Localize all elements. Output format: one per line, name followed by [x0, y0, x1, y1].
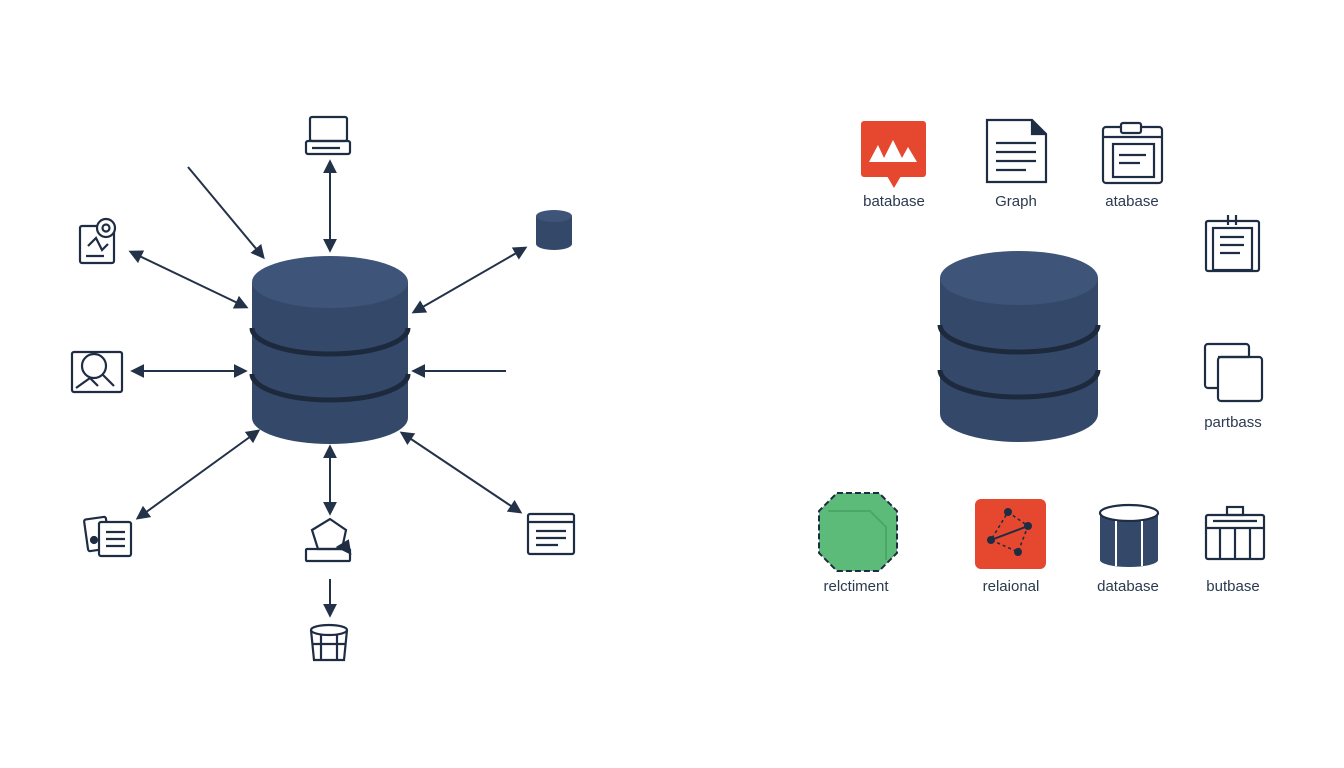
left-hub — [70, 115, 576, 662]
arrow-top-left — [187, 166, 265, 260]
settings-document-icon — [78, 217, 117, 265]
computer-icon — [304, 115, 352, 156]
label-bottom-row-3: database — [1097, 578, 1159, 595]
label-side-column-2: partbass — [1204, 414, 1262, 431]
arrow-lower-right — [399, 431, 523, 514]
right-central-database-icon — [937, 251, 1101, 442]
documents-icon — [83, 515, 133, 558]
right-panel — [818, 118, 1266, 572]
database-small-icon — [1098, 503, 1160, 567]
building-icon — [1204, 505, 1266, 561]
folder-document-icon — [526, 512, 576, 556]
green-cube-icon — [818, 492, 898, 572]
drum-icon — [309, 623, 349, 662]
label-top-row-2: Graph — [995, 193, 1037, 210]
label-top-row-1: batabase — [863, 193, 925, 210]
arrow-lower-left — [135, 429, 261, 520]
arrow-upper-left — [128, 250, 249, 309]
document-icon — [985, 118, 1048, 184]
graph-nodes-icon — [975, 499, 1046, 569]
label-bottom-row-1: relctiment — [823, 578, 889, 595]
window-document-icon — [1101, 121, 1164, 185]
mountain-logo-icon — [861, 121, 926, 188]
central-database-icon — [249, 256, 411, 444]
overlapping-squares-icon — [1203, 342, 1264, 403]
connection-arrows — [128, 159, 528, 618]
shield-icon — [304, 517, 352, 563]
label-top-row-3: atabase — [1105, 193, 1159, 210]
search-image-icon — [70, 350, 124, 394]
notepad-icon — [1204, 215, 1261, 273]
arrow-upper-right — [411, 246, 528, 314]
database-icon — [536, 210, 572, 250]
label-bottom-row-4: butbase — [1206, 578, 1260, 595]
label-bottom-row-2: relaional — [982, 578, 1040, 595]
